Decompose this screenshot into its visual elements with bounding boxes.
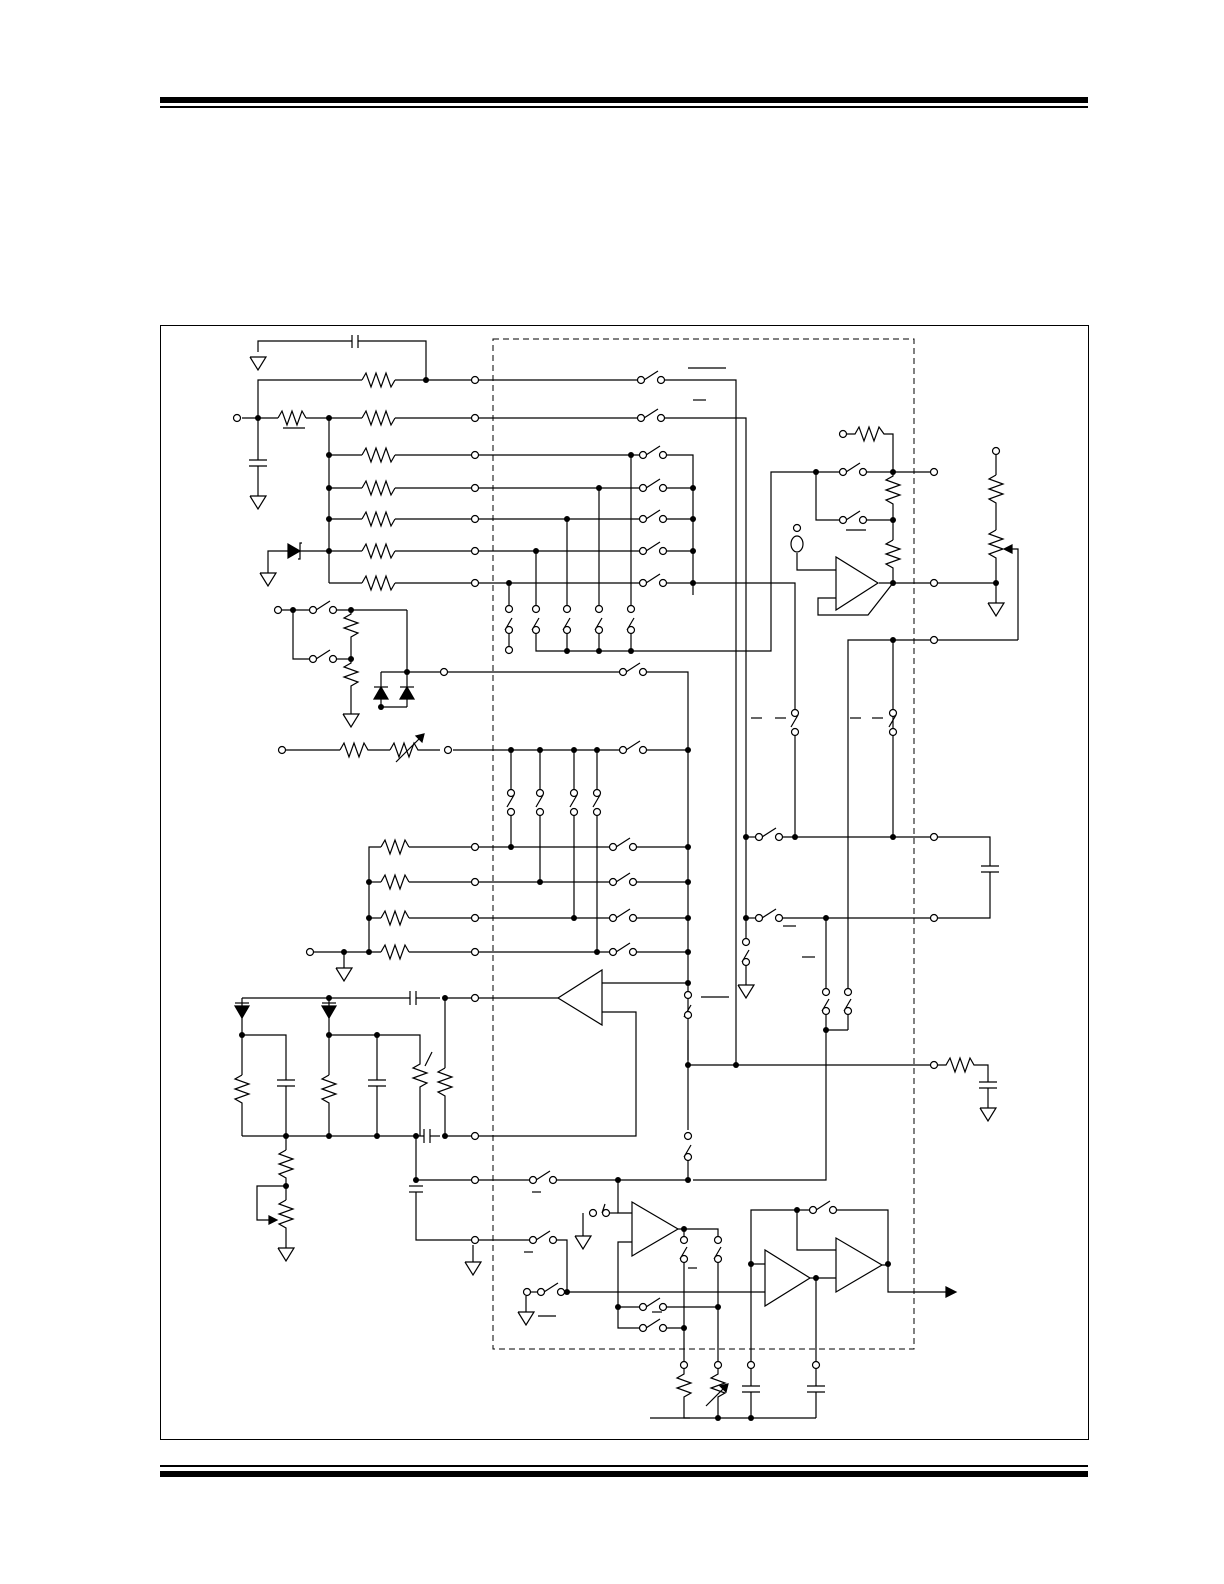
device-boundary — [492, 338, 915, 1350]
ladder-row-2 — [314, 942, 688, 983]
reference-source-icon — [790, 535, 804, 553]
terminal-pins — [232, 375, 1001, 1370]
ladder-row — [329, 541, 693, 560]
gain-set-network — [650, 1368, 825, 1419]
output-amplifier — [796, 553, 894, 616]
variable-resistor-input — [286, 733, 440, 763]
header-rule-thick — [160, 97, 1088, 103]
footer-rule-thick — [160, 1471, 1088, 1477]
output-filter — [938, 1056, 998, 1123]
output-amp-chain — [574, 1180, 958, 1362]
integrator-network — [693, 639, 1018, 1181]
ladder-row-2 — [369, 908, 688, 927]
junction-dots — [239, 377, 999, 1421]
zener-diode — [259, 542, 329, 588]
input-resistor-row — [257, 370, 737, 1065]
ground-icon — [249, 356, 268, 372]
buffer-amplifier — [447, 968, 729, 1137]
schematic-frame — [160, 325, 1089, 1440]
detector-network — [233, 991, 454, 1263]
clamp-diodes — [372, 671, 440, 708]
select-switch-pair — [282, 600, 408, 729]
ladder-row — [329, 573, 796, 710]
mode-switch-row — [447, 662, 689, 1060]
ladder-row-2 — [368, 837, 688, 952]
trim-potentiometer — [938, 455, 1019, 640]
ladder-row — [329, 478, 693, 497]
input-resistor-row — [242, 367, 747, 837]
timing-capacitor — [409, 1136, 483, 1277]
range-bus — [453, 740, 688, 952]
tap-switches — [504, 455, 822, 652]
gain-network — [815, 425, 930, 584]
header-rule-thin — [160, 106, 1088, 108]
footer-rule-thin — [160, 1465, 1088, 1467]
input-capacitor-to-ground — [249, 418, 268, 511]
ladder-row-2 — [369, 872, 688, 891]
output-switches — [478, 1040, 930, 1327]
input-filter-capacitor — [257, 335, 427, 380]
ladder-row — [329, 509, 693, 528]
